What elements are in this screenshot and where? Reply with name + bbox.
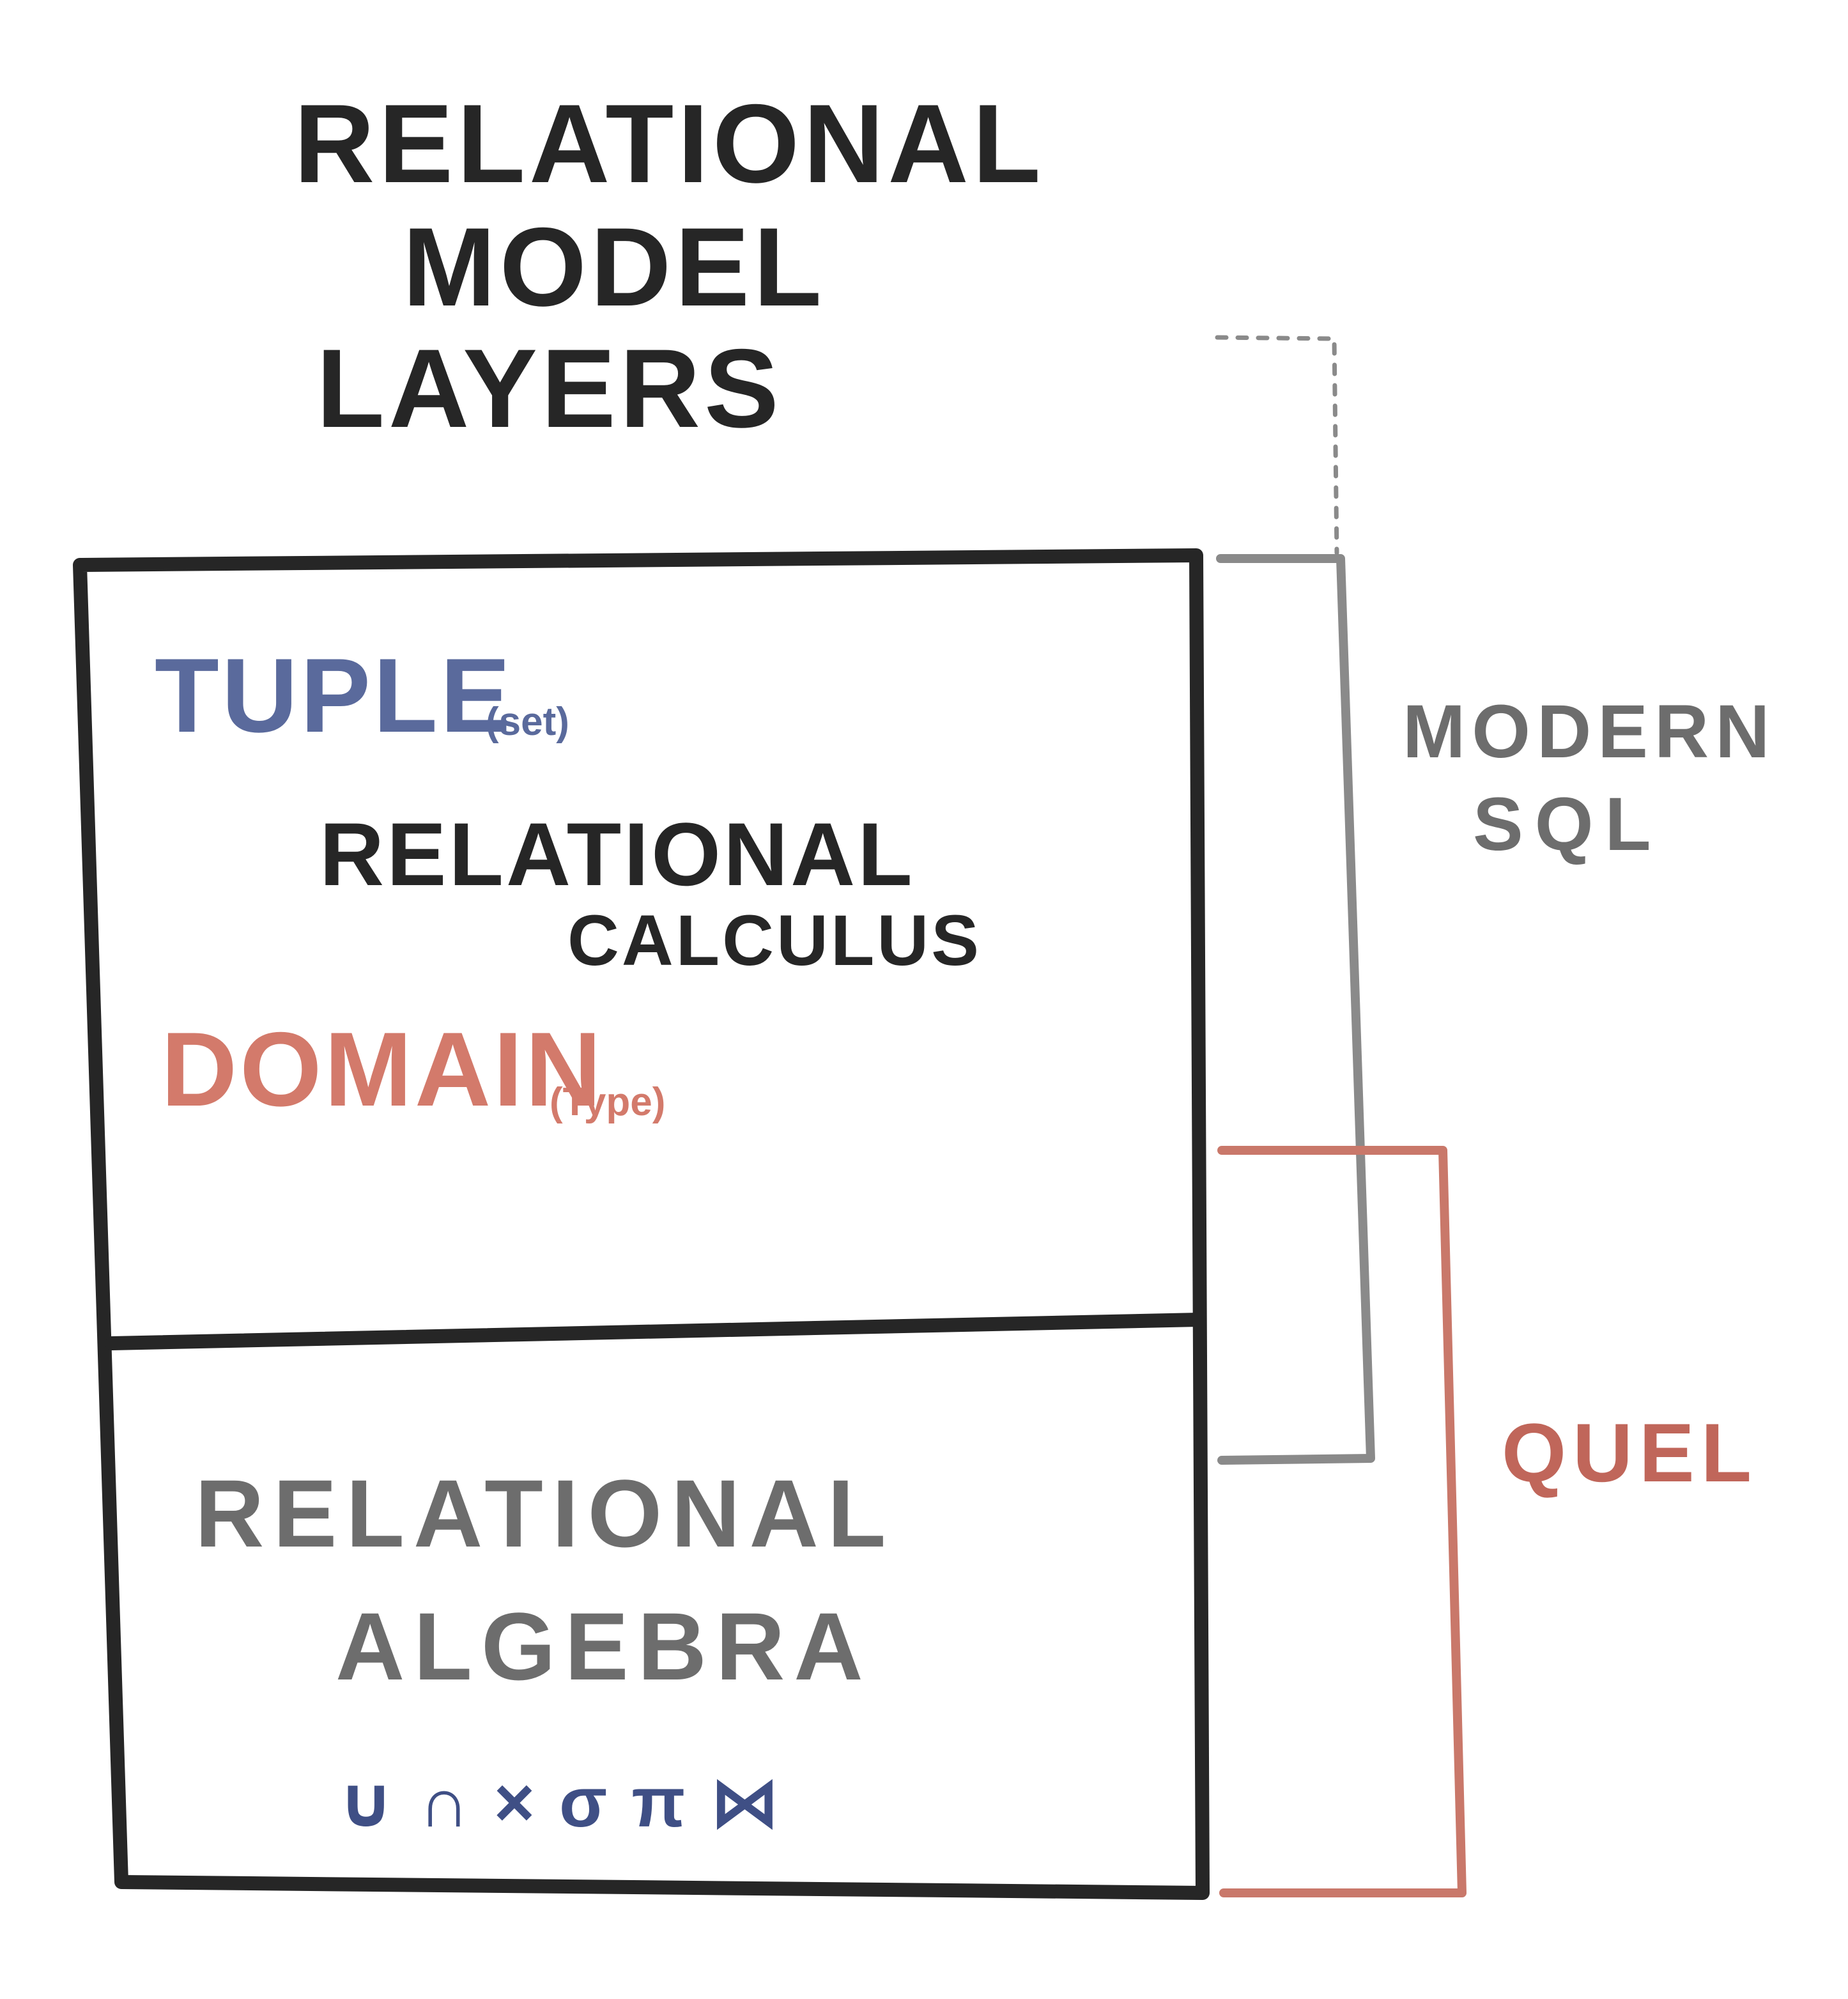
modern-sql-dashed-extension (1215, 335, 1339, 555)
layers-divider (105, 1313, 1206, 1350)
title-line-1: RELATIONAL (294, 82, 1045, 206)
modern-sql-label-line-1: MODERN (1403, 690, 1776, 774)
layers-box-outline (73, 548, 1210, 1900)
title-line-3: LAYERS (316, 327, 783, 451)
title-line-2: MODEL (403, 205, 826, 330)
domain-note: (Type) (550, 1080, 665, 1124)
tuple-note: (set) (486, 700, 569, 744)
calculus-line-1: RELATIONAL (320, 804, 915, 904)
bracket-labels: MODERN SQL QUEL (1403, 690, 1776, 1499)
quel-label: QUEL (1502, 1406, 1758, 1499)
relational-calculus-layer: TUPLE (set) RELATIONAL CALCULUS DOMAIN (… (155, 637, 982, 1128)
modern-sql-label-line-2: SQL (1473, 782, 1663, 867)
algebra-line-2: ALGEBRA (335, 1593, 872, 1700)
tuple-label: TUPLE (155, 637, 513, 754)
modern-sql-bracket (1216, 554, 1375, 1465)
diagram-title: RELATIONAL MODEL LAYERS (294, 82, 1045, 451)
calculus-line-2: CALCULUS (567, 900, 982, 980)
domain-label: DOMAIN (161, 1010, 604, 1128)
algebra-operators: ∪∩×σπ⋈ (337, 1763, 804, 1842)
relational-algebra-layer: RELATIONAL ALGEBRA ∪∩×σπ⋈ (195, 1460, 895, 1842)
algebra-line-1: RELATIONAL (195, 1460, 895, 1567)
quel-bracket (1217, 1146, 1467, 1897)
